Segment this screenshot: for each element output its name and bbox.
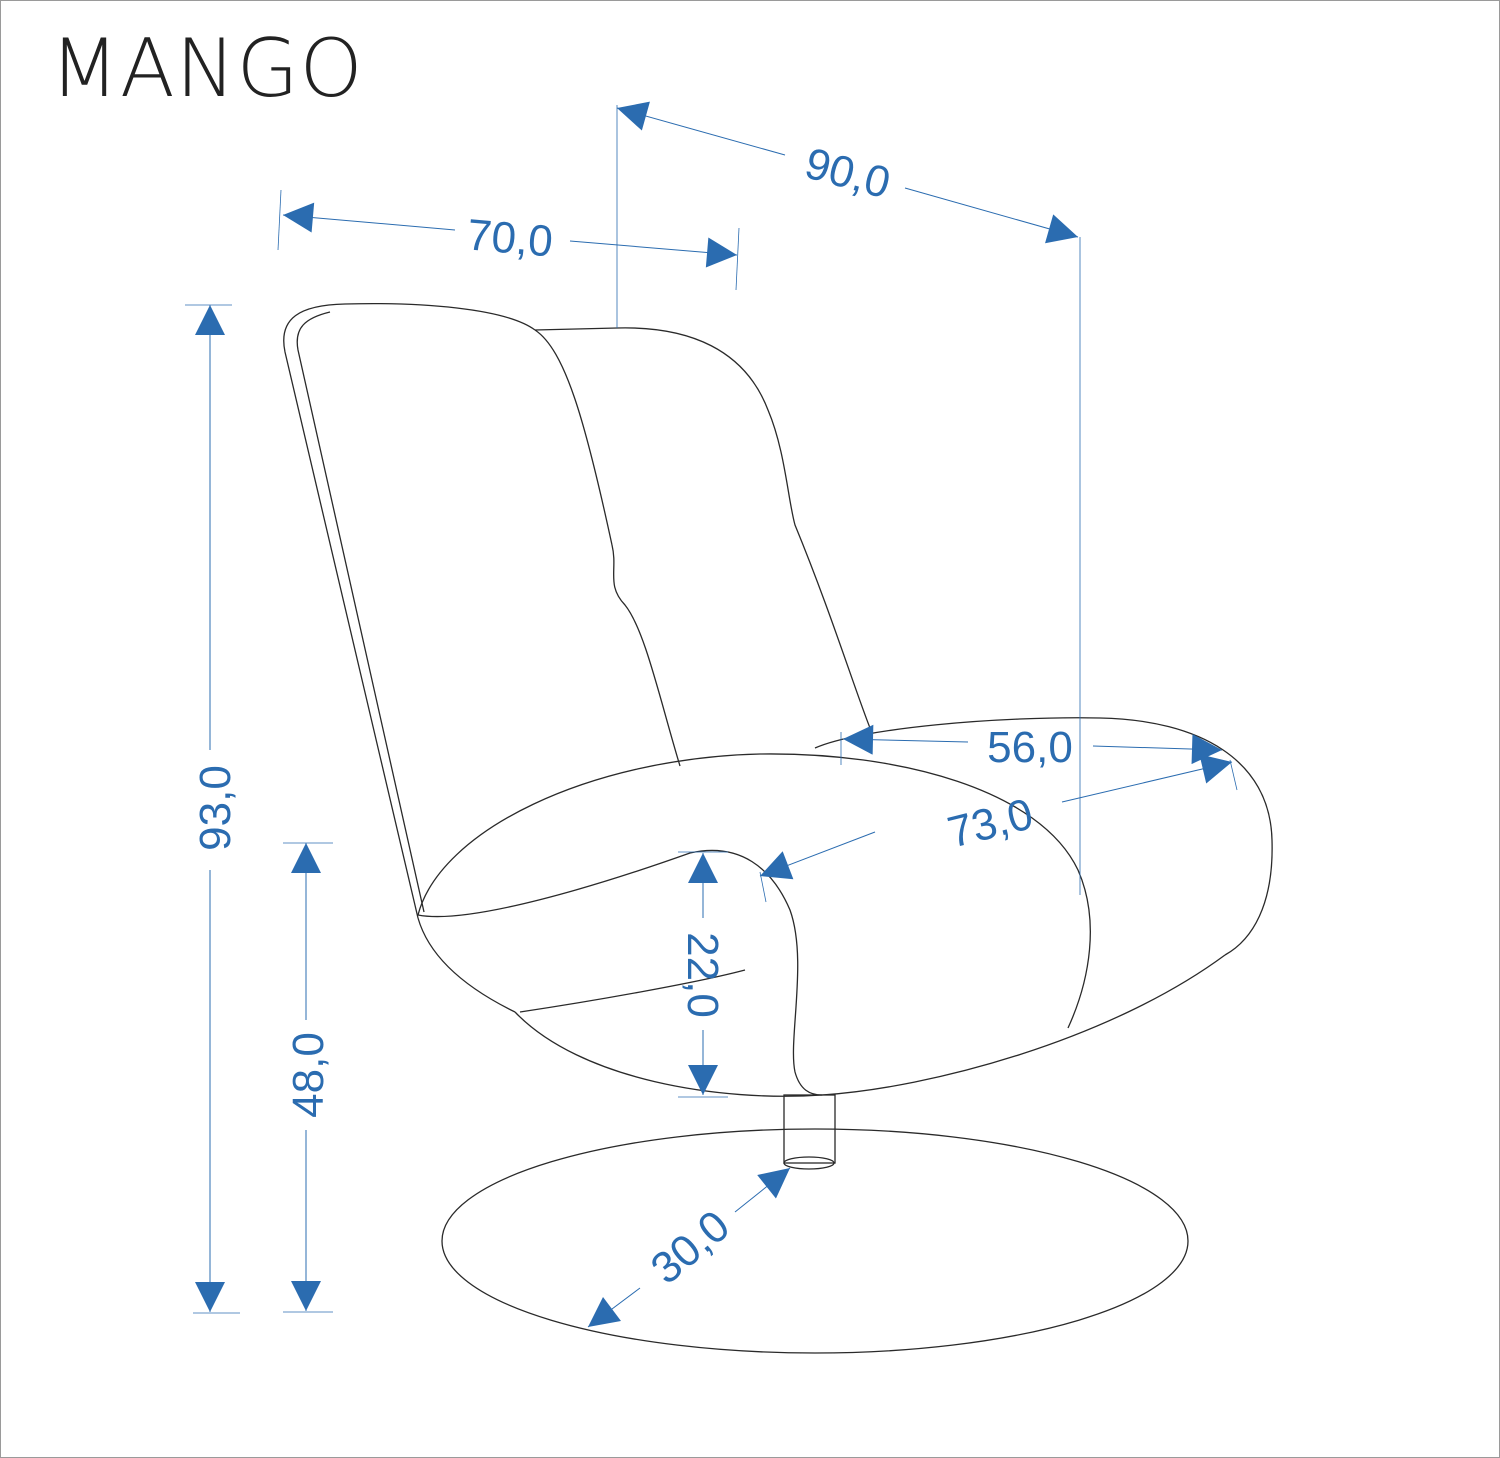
seat-front bbox=[417, 849, 823, 1096]
seat-crease bbox=[519, 969, 746, 1013]
dimension-height: 93,0 bbox=[191, 765, 240, 851]
stem-foot bbox=[783, 1156, 835, 1170]
dimension-annotations: 70,0 90,0 93,0 48,0 22,0 56,0 bbox=[185, 101, 1238, 1328]
dimension-seat-length: 73,0 bbox=[943, 789, 1038, 857]
seat-side bbox=[417, 917, 516, 1013]
dimension-width: 70,0 bbox=[465, 210, 555, 266]
dimension-seat-thickness: 22,0 bbox=[678, 932, 727, 1018]
back-cushion-right bbox=[534, 327, 871, 729]
dimension-seat-height: 48,0 bbox=[284, 1032, 333, 1118]
round-base bbox=[441, 1128, 1189, 1354]
back-shell bbox=[283, 302, 536, 919]
seat-bottom bbox=[514, 954, 1226, 1097]
back-shell-inner bbox=[296, 311, 425, 913]
product-title: MANGO bbox=[50, 22, 364, 115]
dimension-depth: 90,0 bbox=[800, 139, 895, 208]
dimension-seat-depth: 56,0 bbox=[987, 723, 1073, 772]
back-cushion-left bbox=[534, 329, 681, 767]
right-cushion bbox=[814, 717, 1273, 956]
dimension-base-radius: 30,0 bbox=[642, 1201, 739, 1294]
seat-top bbox=[417, 753, 1091, 1029]
chair-outline bbox=[283, 302, 1273, 1354]
